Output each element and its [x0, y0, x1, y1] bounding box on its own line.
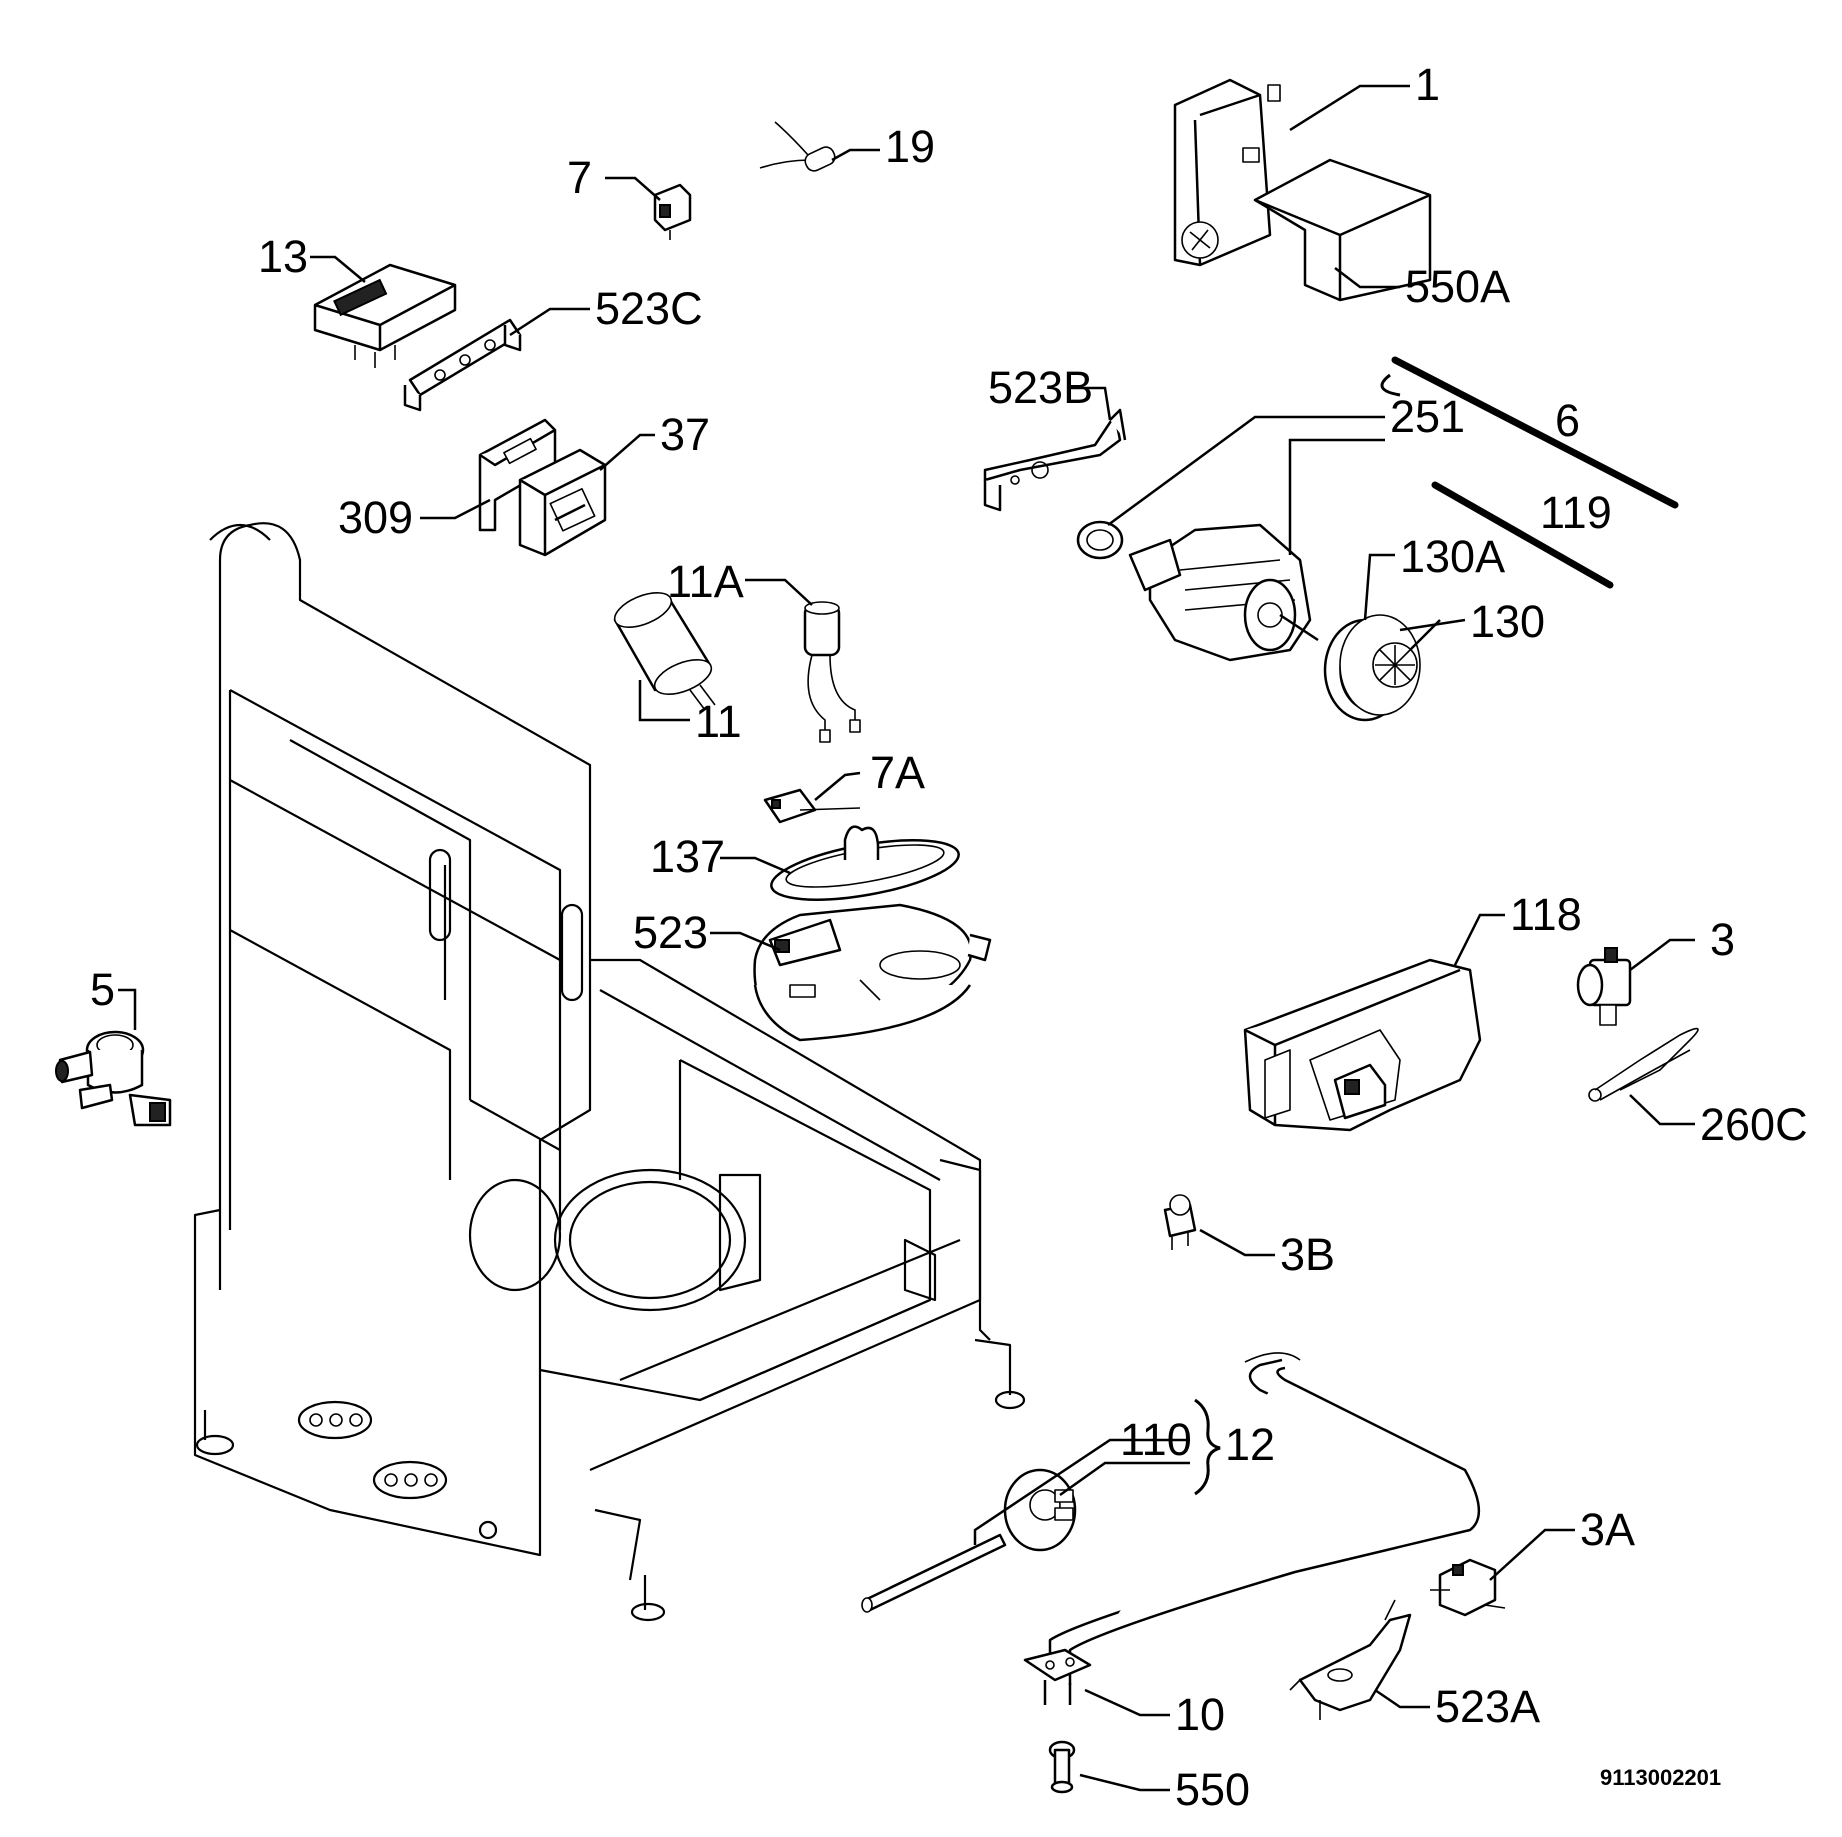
part-7a-microswitch	[763, 788, 861, 824]
part-1-timer	[1173, 78, 1281, 267]
label-110: 110	[1120, 1414, 1192, 1465]
part-251-seal	[1076, 520, 1124, 560]
brace-6	[1380, 356, 1679, 509]
part-550-sensor-pin	[1048, 1740, 1076, 1794]
part-523-float-housing	[753, 903, 992, 1042]
part-137-float	[770, 825, 960, 901]
label-3a: 3A	[1580, 1504, 1635, 1555]
part-550a-control-box	[1253, 158, 1432, 302]
label-11a: 11A	[667, 556, 744, 607]
label-10: 10	[1175, 1689, 1225, 1740]
label-550: 550	[1175, 1764, 1250, 1815]
part-3-door-switch	[1576, 947, 1632, 1026]
label-37: 37	[660, 409, 710, 460]
label-130: 130	[1470, 596, 1545, 647]
label-523c: 523C	[595, 283, 703, 334]
part-labels: 1 550A 19 7 13 523C 37 309 523B 251 6 11…	[90, 59, 1808, 1815]
part-118-detergent-dispenser	[1243, 958, 1482, 1132]
part-523c-bracket	[403, 318, 522, 412]
label-119: 119	[1540, 487, 1612, 538]
dishwasher-base-frame	[193, 522, 1026, 1622]
label-523a: 523A	[1435, 1681, 1540, 1732]
part-5-inlet-valve	[55, 1030, 172, 1127]
part-523a-bracket	[1289, 1599, 1412, 1720]
label-5: 5	[90, 964, 115, 1015]
part-7-switch	[653, 183, 692, 240]
label-118: 118	[1510, 889, 1582, 940]
part-13-switch-block	[313, 263, 457, 368]
label-550a: 550A	[1405, 261, 1510, 312]
part-11-capacitor	[613, 592, 716, 711]
label-309: 309	[338, 492, 413, 543]
part-260c-wire-clip	[1588, 1027, 1699, 1102]
part-37-motor-capacitor-holder	[518, 448, 607, 557]
brace-119	[1431, 481, 1614, 589]
label-251: 251	[1390, 391, 1465, 442]
leader-lines	[118, 84, 1695, 1792]
drawing-code: 9113002201	[1600, 1765, 1721, 1790]
part-11a-suppressor	[803, 601, 861, 743]
label-260c: 260C	[1700, 1099, 1808, 1150]
label-130a: 130A	[1400, 531, 1505, 582]
part-130-impeller	[1323, 614, 1421, 722]
label-1: 1	[1415, 59, 1440, 110]
label-19: 19	[885, 121, 935, 172]
label-3: 3	[1710, 914, 1735, 965]
part-309-cover	[478, 418, 557, 532]
label-7: 7	[567, 152, 592, 203]
part-6-circulation-motor	[1128, 523, 1319, 662]
label-13: 13	[258, 231, 308, 282]
label-523: 523	[633, 907, 708, 958]
part-3b-switch	[1163, 1194, 1197, 1250]
part-3a-thermostat	[1430, 1558, 1506, 1617]
part-110-pressure-switch	[861, 1468, 1077, 1613]
label-7a: 7A	[870, 747, 925, 798]
label-6: 6	[1555, 395, 1580, 446]
part-523b-bracket	[983, 408, 1127, 512]
label-523b: 523B	[988, 362, 1093, 413]
label-137: 137	[650, 831, 725, 882]
label-12: 12	[1225, 1419, 1275, 1470]
brace-12	[1194, 1398, 1221, 1496]
part-10-heating-element	[1023, 1352, 1481, 1705]
part-19-sensor	[759, 121, 836, 172]
label-3b: 3B	[1280, 1229, 1335, 1280]
label-11: 11	[695, 696, 742, 747]
